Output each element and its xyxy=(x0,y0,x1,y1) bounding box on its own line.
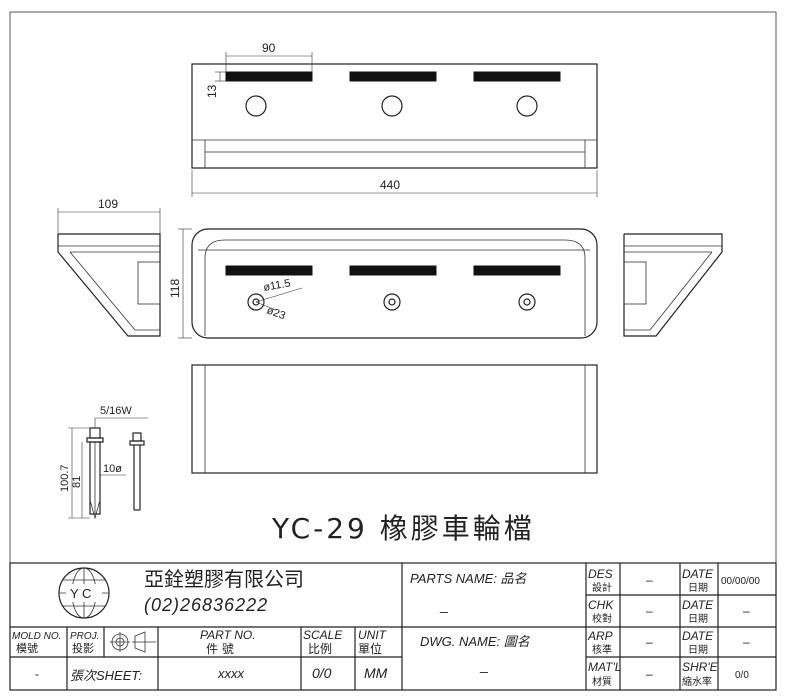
drawing-frame xyxy=(9,11,777,691)
right-side-view xyxy=(623,233,723,337)
bolt-hole-2 xyxy=(383,293,401,311)
parts-name-value: _ xyxy=(439,597,448,613)
bolt-hole-3 xyxy=(518,293,536,311)
slot-1 xyxy=(225,71,313,82)
svg-text:日期: 日期 xyxy=(688,644,708,656)
svg-text:MAT'L: MAT'L xyxy=(588,660,621,674)
dim-bolt-total-label: 100.7 xyxy=(59,464,71,492)
company-name: 亞銓塑膠有限公司 xyxy=(144,567,304,591)
svg-text:日期: 日期 xyxy=(688,582,708,594)
hole-2 xyxy=(381,95,403,117)
bolt-detail xyxy=(86,427,145,520)
dim-hole-small-label: ø11.5 xyxy=(262,277,291,294)
front-slot-1 xyxy=(225,265,313,276)
approval-row-2: CHK 校對 – DATE 日期 – xyxy=(588,598,750,625)
left-side-view xyxy=(57,233,161,337)
dim-length: 440 xyxy=(191,170,598,197)
dim-height: 118 xyxy=(168,228,192,339)
scale-value: 0/0 xyxy=(312,665,332,681)
sheet-label: 張次SHEET: xyxy=(70,668,142,683)
svg-text:–: – xyxy=(743,635,750,649)
part-no-label: PART NO. xyxy=(200,628,256,642)
proj-label: PROJ. xyxy=(70,631,99,642)
svg-text:校對: 校對 xyxy=(592,612,612,625)
svg-text:DATE: DATE xyxy=(682,598,714,612)
mold-no-zh-label: 模號 xyxy=(16,642,38,655)
company-phone: (02)26836222 xyxy=(144,595,268,615)
svg-text:DATE: DATE xyxy=(682,567,714,581)
dim-bolt-dia-label: 10ø xyxy=(103,463,122,475)
svg-text:–: – xyxy=(646,667,653,681)
svg-text:核準: 核準 xyxy=(592,643,612,656)
unit-zh-label: 單位 xyxy=(358,641,382,656)
svg-text:ARP: ARP xyxy=(587,629,613,643)
logo-text: Y C xyxy=(70,586,91,601)
unit-label: UNIT xyxy=(358,628,388,642)
dim-holes: ø11.5 ø23 xyxy=(255,277,303,323)
slot-2 xyxy=(349,71,437,82)
svg-text:00/00/00: 00/00/00 xyxy=(721,576,760,587)
dim-depth-label: 109 xyxy=(98,197,118,211)
dim-length-label: 440 xyxy=(380,178,400,192)
slot-3 xyxy=(473,71,561,82)
dim-height-label: 118 xyxy=(168,279,182,298)
dwg-name-value: _ xyxy=(479,657,488,673)
bolt-hole-1 xyxy=(247,293,265,311)
svg-text:DATE: DATE xyxy=(682,629,714,643)
approval-row-3: ARP 核準 – DATE 日期 – xyxy=(587,629,750,656)
dim-depth: 109 xyxy=(57,197,161,234)
svg-text:–: – xyxy=(646,604,653,618)
parts-name-label: PARTS NAME: 品名 xyxy=(410,571,528,586)
part-no-value: xxxx xyxy=(217,666,245,681)
svg-text:0/0: 0/0 xyxy=(735,670,749,681)
dim-slot-width-label: 90 xyxy=(262,41,276,55)
approval-row-4: MAT'L 材質 – SHR'E 縮水率 0/0 xyxy=(588,660,749,688)
mold-no-label: MOLD NO. xyxy=(12,631,61,642)
dwg-name-label: DWG. NAME: 圖名 xyxy=(420,634,531,649)
proj-zh-label: 投影 xyxy=(72,641,94,655)
svg-text:SHR'E: SHR'E xyxy=(682,660,719,674)
projection-symbol-icon xyxy=(110,631,156,653)
approval-row-1: DES 設計 – DATE 日期 00/00/00 xyxy=(588,567,760,594)
dim-bolt-len-label: 81 xyxy=(71,476,83,488)
svg-text:日期: 日期 xyxy=(688,613,708,625)
dim-bolt: 5/16W 100.7 81 10ø xyxy=(59,405,148,519)
company-logo: Y C xyxy=(58,567,110,619)
dim-hole-large-label: ø23 xyxy=(265,305,287,323)
front-slot-3 xyxy=(473,265,561,276)
mold-no-value: - xyxy=(35,667,39,681)
scale-label: SCALE xyxy=(303,628,343,642)
svg-text:CHK: CHK xyxy=(588,598,614,612)
svg-text:縮水率: 縮水率 xyxy=(682,675,712,688)
dim-slot-height: 13 xyxy=(205,71,226,98)
drawing-title: YC-29 橡膠車輪檔 xyxy=(271,512,535,545)
svg-text:–: – xyxy=(646,573,653,587)
svg-text:–: – xyxy=(646,635,653,649)
svg-text:設計: 設計 xyxy=(592,581,612,594)
svg-text:–: – xyxy=(743,604,750,618)
dim-bolt-spec-label: 5/16W xyxy=(100,405,132,417)
hole-1 xyxy=(245,95,267,117)
svg-text:DES: DES xyxy=(588,567,613,581)
bottom-view xyxy=(191,364,598,474)
dim-slot-height-label: 13 xyxy=(205,84,219,98)
scale-zh-label: 比例 xyxy=(308,642,332,656)
front-view xyxy=(191,228,598,339)
hole-3 xyxy=(516,95,538,117)
unit-value: MM xyxy=(364,665,388,681)
dim-slot-width: 90 xyxy=(225,41,313,72)
top-view xyxy=(191,63,598,169)
title-block xyxy=(9,562,777,691)
part-no-zh-label: 件 號 xyxy=(206,642,234,656)
svg-text:材質: 材質 xyxy=(592,675,612,688)
front-slot-2 xyxy=(349,265,437,276)
